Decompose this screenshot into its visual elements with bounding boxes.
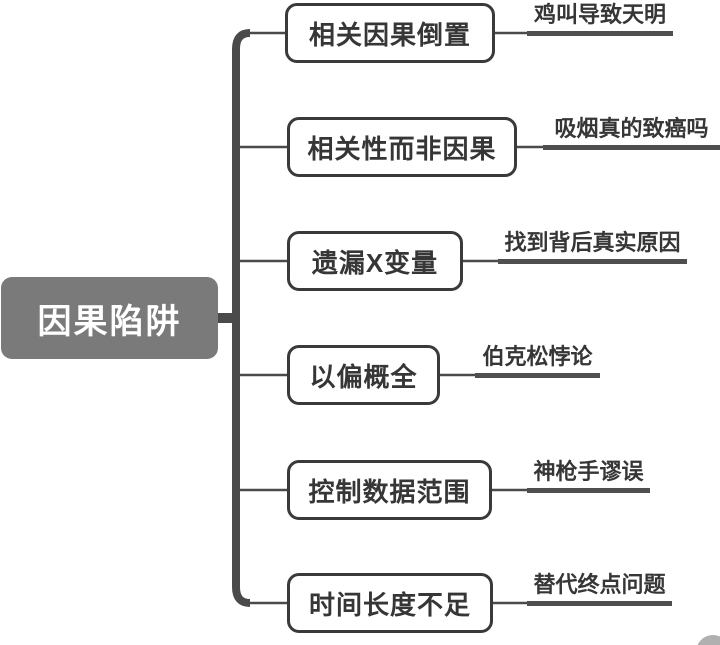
root-topic[interactable]: 因果陷阱 — [1, 277, 218, 359]
topic-omitted-x-variable[interactable]: 遗漏X变量 — [287, 231, 463, 291]
watermark-circle — [696, 635, 720, 645]
subtopic-berkson-paradox[interactable]: 伯克松悖论 — [475, 344, 600, 378]
subtopic-find-real-cause[interactable]: 找到背后真实原因 — [498, 230, 687, 264]
subtopic-rooster-dawn[interactable]: 鸡叫导致天明 — [527, 2, 673, 36]
subtopic-surrogate-endpoint[interactable]: 替代终点问题 — [527, 572, 672, 606]
topic-overgeneralization[interactable]: 以偏概全 — [287, 345, 440, 405]
topic-correlation-not-causation[interactable]: 相关性而非因果 — [287, 117, 517, 177]
topic-controlled-data-range[interactable]: 控制数据范围 — [287, 460, 492, 520]
trunk-line — [232, 29, 251, 607]
topic-cause-effect-inversion[interactable]: 相关因果倒置 — [285, 3, 495, 63]
topic-insufficient-time-span[interactable]: 时间长度不足 — [287, 573, 493, 633]
subtopic-sharpshooter-fallacy[interactable]: 神枪手谬误 — [527, 459, 650, 493]
subtopic-smoking-cancer[interactable]: 吸烟真的致癌吗 — [543, 116, 720, 150]
